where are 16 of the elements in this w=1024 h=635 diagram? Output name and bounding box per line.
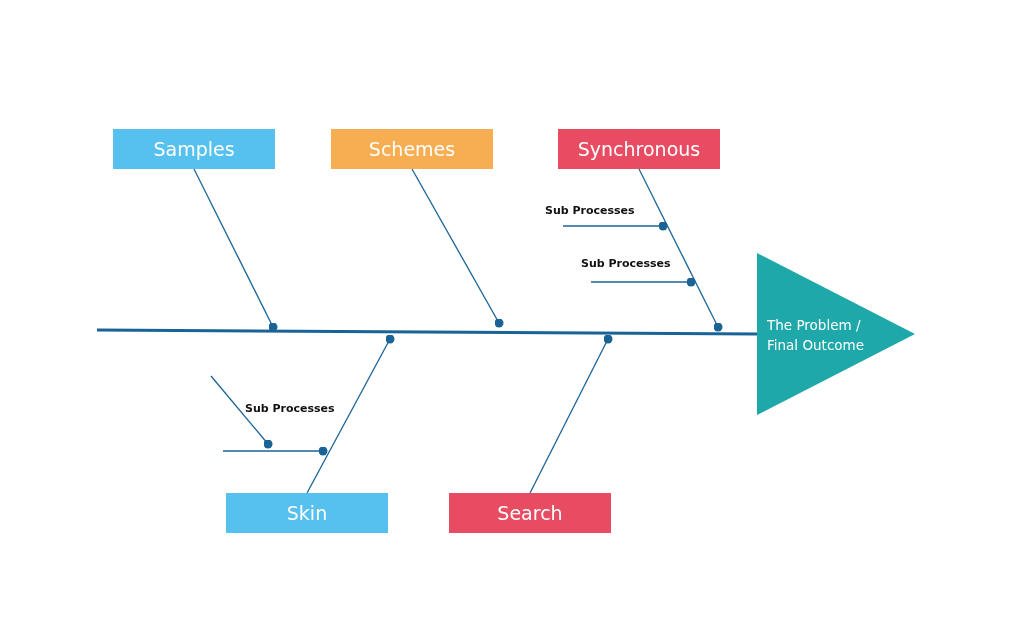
problem-text: The Problem / Final Outcome [767,316,866,355]
category-box: Schemes [331,129,493,169]
branch-label: Sub Processes [245,402,335,415]
problem-triangle [757,253,915,415]
branch-label: Sub Processes [581,257,671,270]
category-box: Synchronous [558,129,720,169]
bone-line [529,334,613,494]
bone-line [411,168,504,328]
bone-line [306,334,395,494]
bone-line [193,168,278,332]
category-box: Samples [113,129,275,169]
spine-line [97,328,757,336]
branch-label: Sub Processes [545,204,635,217]
category-box: Skin [226,493,388,533]
bone-line [638,168,723,332]
category-box: Search [449,493,611,533]
